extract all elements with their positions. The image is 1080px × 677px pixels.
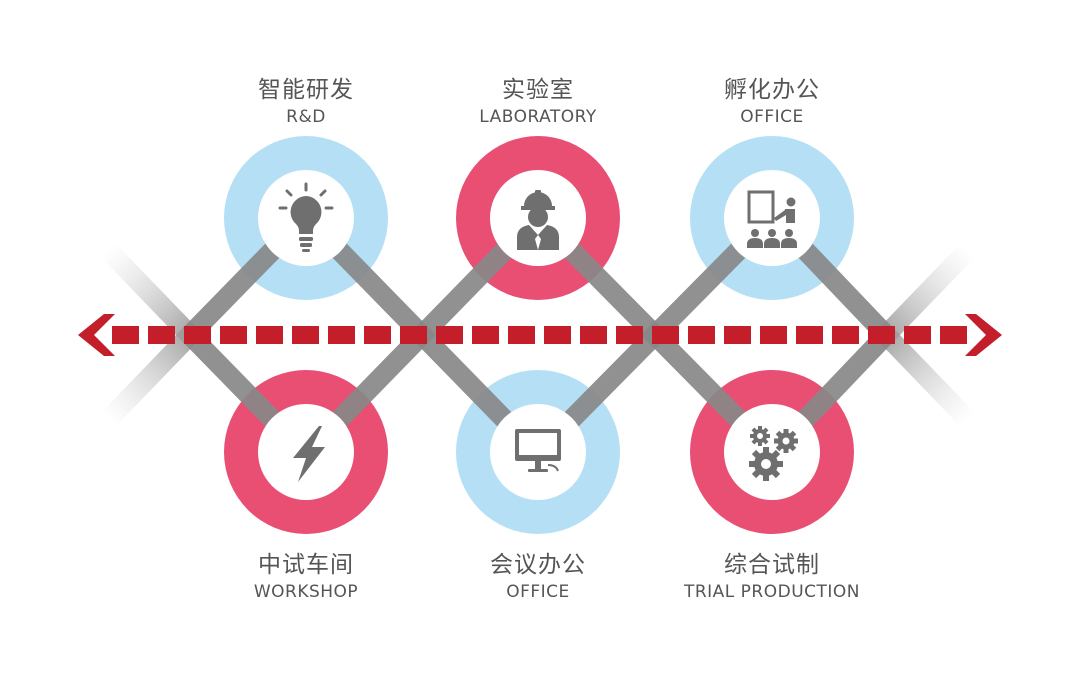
connector-fade-right-down [878, 328, 976, 427]
connector [795, 241, 894, 342]
label-workshop: 中试车间 WORKSHOP [146, 550, 466, 604]
label-incubation-en: OFFICE [740, 107, 804, 127]
connector-fade-right-up [878, 243, 976, 342]
outer-connectors [100, 243, 976, 427]
center-trial [724, 404, 820, 500]
label-meeting-en: OFFICE [506, 582, 570, 602]
connector-fade-left-up [100, 243, 198, 342]
monitor-icon [515, 429, 561, 472]
label-meeting: 会议办公 OFFICE [378, 550, 698, 604]
presentation-icon [747, 190, 797, 248]
connector [795, 328, 894, 429]
connector [182, 328, 283, 429]
lightbulb-icon [278, 182, 334, 252]
label-workshop-zh: 中试车间 [258, 552, 354, 578]
gears-icon [749, 426, 798, 481]
label-rd-zh: 智能研发 [258, 77, 354, 103]
label-trial: 综合试制 TRIAL PRODUCTION [612, 550, 932, 604]
label-lab: 实验室 LABORATORY [378, 75, 698, 129]
engineer-icon [517, 190, 559, 250]
label-meeting-zh: 会议办公 [490, 552, 586, 578]
label-workshop-en: WORKSHOP [253, 582, 359, 602]
gear-small-icon [750, 426, 770, 446]
gear-medium-icon [774, 429, 798, 453]
arrow-head-right [965, 314, 1002, 356]
label-lab-en: LABORATORY [479, 107, 597, 127]
dashed-arrow [78, 314, 1002, 356]
gear-large-icon [749, 447, 783, 481]
connector [182, 241, 283, 342]
label-lab-zh: 实验室 [502, 77, 574, 103]
label-incubation: 孵化办公 OFFICE [612, 75, 932, 129]
label-incubation-zh: 孵化办公 [724, 77, 820, 103]
arrow-head-left [78, 314, 115, 356]
label-trial-en: TRIAL PRODUCTION [683, 582, 861, 602]
label-rd: 智能研发 R&D [146, 75, 466, 129]
connector-fade-left-down [100, 328, 198, 427]
label-trial-zh: 综合试制 [724, 552, 820, 578]
lightning-icon [293, 426, 325, 482]
label-rd-en: R&D [286, 107, 326, 127]
